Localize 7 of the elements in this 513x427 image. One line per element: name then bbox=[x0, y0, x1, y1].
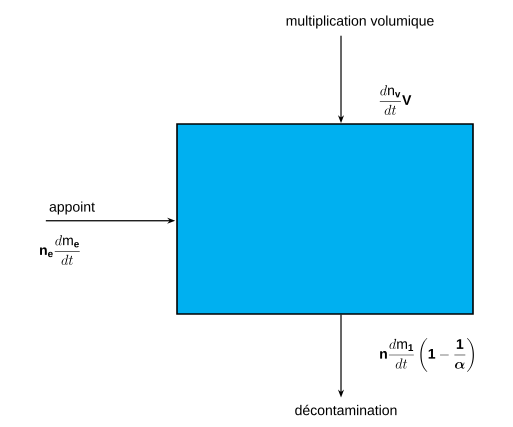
node-label: appoint bbox=[50, 201, 95, 215]
node-label: décontamination bbox=[295, 404, 396, 416]
edge-label: $\frac{d\mathrm{n}_{\mathbf{v}}}{dt}\mathbf{V}$ bbox=[380, 85, 412, 115]
node-label: multiplication volumique bbox=[286, 15, 434, 29]
edge-label: $\mathbf{n}\frac{d\mathrm{m}_{\mathbf{1}}}{dt}\left(\mathbf{1}-\frac{\mathbf{1}}{\boldsymbol{\alpha}}\right)$ bbox=[380, 338, 474, 372]
edge-label: $\mathbf{n}_{\mathbf{e}}\frac{d\mathrm{m}_{\mathbf{e}}}{dt}$ bbox=[40, 235, 80, 265]
process-box bbox=[176, 123, 474, 315]
